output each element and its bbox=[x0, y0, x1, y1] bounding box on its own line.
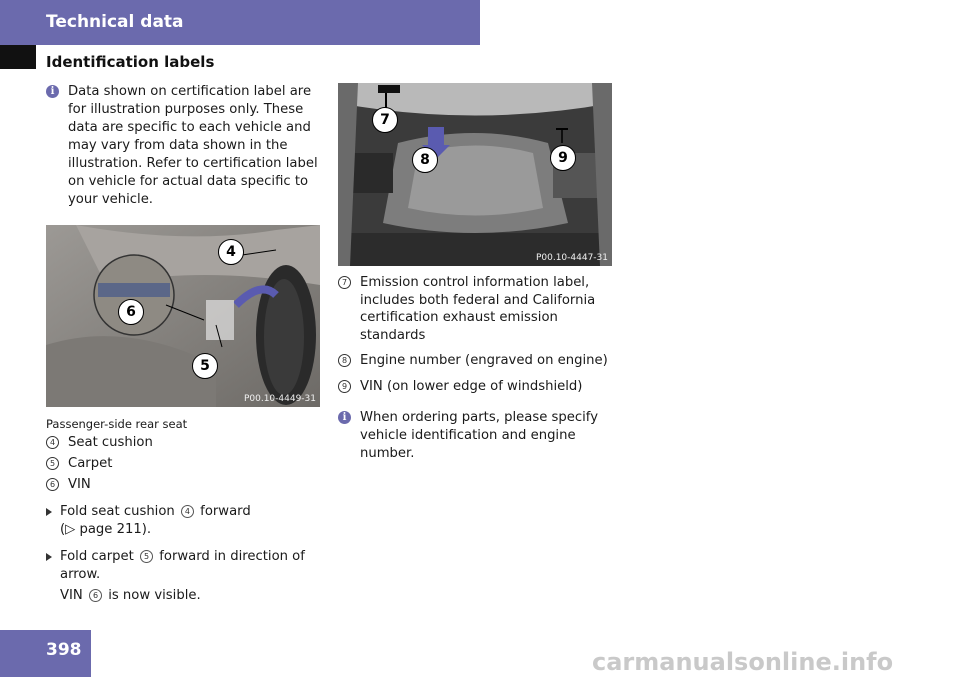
item-text: Seat cushion bbox=[68, 435, 153, 450]
callout-8: 8 bbox=[412, 147, 438, 173]
reference-number: 4 bbox=[180, 504, 194, 518]
callout-5: 5 bbox=[192, 353, 218, 379]
triangle-arrow-icon bbox=[46, 507, 52, 516]
item-text: Carpet bbox=[68, 456, 113, 471]
info-icon: i bbox=[46, 85, 59, 98]
rear-seat-illustration: 4 6 5 P00.10-4449-31 bbox=[46, 225, 320, 407]
page-number: 398 bbox=[46, 640, 82, 660]
reference-number: 6 bbox=[88, 588, 102, 602]
item-number: 7 bbox=[338, 276, 351, 289]
legend-item: 4 Seat cushion bbox=[46, 434, 322, 452]
info-note: i When ordering parts, please specify ve… bbox=[338, 409, 618, 463]
item-text: VIN (on lower edge of windshield) bbox=[360, 378, 583, 394]
figure-caption: Passenger-side rear seat bbox=[46, 417, 188, 431]
instruction-result: VIN 6 is now visible. bbox=[60, 587, 201, 603]
figure-code: P00.10-4447-31 bbox=[535, 253, 608, 263]
callout-4: 4 bbox=[218, 239, 244, 265]
instruction-step: Fold carpet 5 forward in direction of ar… bbox=[46, 548, 322, 584]
legend-list: 7 Emission control information label, in… bbox=[338, 274, 618, 395]
left-column: i Data shown on certification label are … bbox=[46, 83, 322, 605]
item-number: 8 bbox=[338, 354, 351, 367]
instruction-step: Fold seat cushion 4 forward (▷ page 211)… bbox=[46, 503, 322, 539]
info-note-text: When ordering parts, please specify vehi… bbox=[360, 410, 598, 461]
header-band bbox=[0, 0, 480, 45]
triangle-arrow-icon bbox=[46, 552, 52, 561]
callout-9: 9 bbox=[550, 145, 576, 171]
item-number: 9 bbox=[338, 379, 351, 393]
legend-list: 4 Seat cushion 5 Carpet 6 VIN bbox=[46, 434, 322, 494]
item-number: 4 bbox=[46, 436, 59, 449]
rear-seat-drawing bbox=[46, 225, 320, 407]
legend-item: 6 VIN bbox=[46, 476, 322, 494]
info-icon: i bbox=[338, 411, 351, 424]
right-column: 7 8 9 P00.10-4447-31 7 Emission control … bbox=[338, 83, 618, 463]
item-number: 5 bbox=[46, 457, 59, 470]
callout-7: 7 bbox=[372, 107, 398, 133]
section-title: Identification labels bbox=[46, 53, 215, 71]
watermark: carmanualsonline.info bbox=[592, 648, 894, 676]
legend-item: 8 Engine number (engraved on engine) bbox=[338, 352, 618, 370]
page-number-box bbox=[0, 630, 91, 677]
reference-number: 5 bbox=[140, 549, 154, 563]
figure-code: P00.10-4449-31 bbox=[243, 394, 316, 404]
item-text: VIN bbox=[68, 477, 91, 492]
info-note-text: Data shown on certification label are fo… bbox=[68, 84, 318, 207]
chapter-title: Technical data bbox=[46, 12, 184, 32]
page-reference: (▷ page 211). bbox=[60, 521, 152, 537]
info-note: i Data shown on certification label are … bbox=[46, 83, 322, 209]
item-text: Engine number (engraved on engine) bbox=[360, 353, 608, 368]
item-text: Emission control information label, incl… bbox=[360, 275, 596, 343]
section-tab bbox=[0, 45, 36, 69]
item-number: 6 bbox=[46, 478, 59, 491]
callout-6: 6 bbox=[118, 299, 144, 325]
legend-item: 7 Emission control information label, in… bbox=[338, 274, 618, 344]
engine-bay-illustration: 7 8 9 P00.10-4447-31 bbox=[338, 83, 612, 266]
legend-item: 9 VIN (on lower edge of windshield) bbox=[338, 378, 618, 396]
legend-item: 5 Carpet bbox=[46, 455, 322, 473]
